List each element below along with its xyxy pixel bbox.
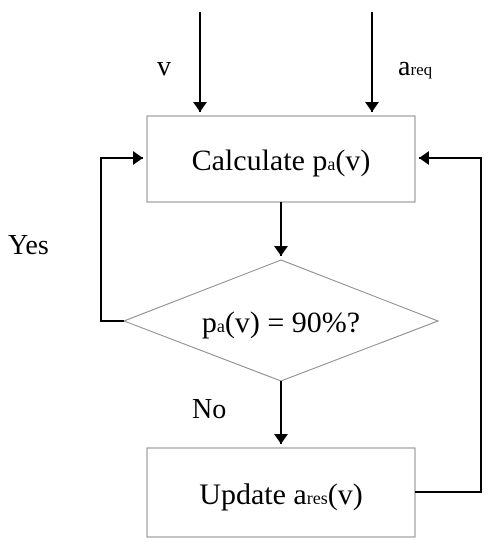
update-box-label: Update ares(v) <box>199 478 362 511</box>
yes-loop-arrow <box>100 151 143 322</box>
yes-label: Yes <box>8 230 49 261</box>
feedback-loop-arrow <box>415 151 482 493</box>
decision-label: pa(v) = 90%? <box>202 306 360 339</box>
input-label-v: v <box>157 51 171 82</box>
calculate-box <box>146 115 416 203</box>
calculate-box-label: Calculate pa(v) <box>192 144 371 177</box>
input-label-areq: areq <box>398 51 433 82</box>
no-label: No <box>192 394 226 425</box>
